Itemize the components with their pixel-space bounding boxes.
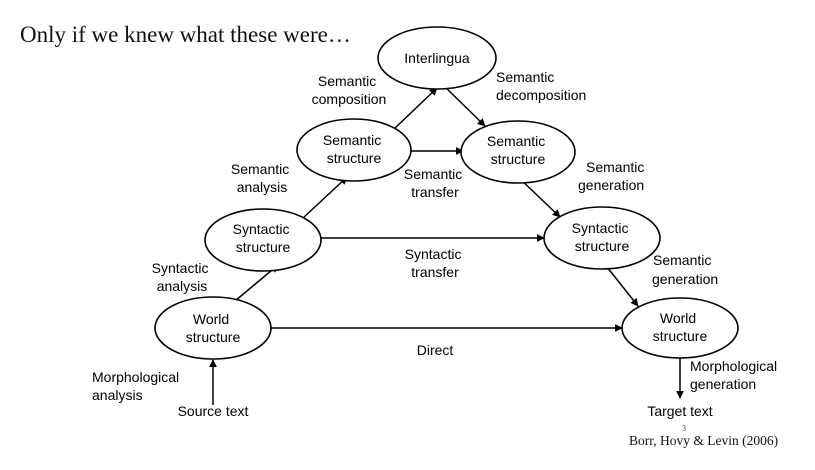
node-label: World structure xyxy=(186,311,241,345)
label-syntactic-analysis: Syntactic analysis xyxy=(152,260,213,294)
label-morphological-analysis: Morphological analysis xyxy=(92,369,183,403)
label-source-text: Source text xyxy=(178,403,249,419)
label-morphological-generation: Morphological generation xyxy=(690,358,781,392)
arrow-semantic-to-syntactic-right xyxy=(517,176,561,218)
slide-heading: Only if we knew what these were… xyxy=(20,22,351,47)
label-semantic-generation-lower: Semantic generation xyxy=(652,252,718,287)
node-label: Semantic structure xyxy=(323,132,385,166)
node-label: Interlingua xyxy=(404,50,470,66)
node-semantic-structure-left: Semantic structure xyxy=(296,118,412,182)
node-label: World structure xyxy=(653,310,708,344)
node-world-structure-left: World structure xyxy=(154,296,272,360)
arrow-semantic-to-interlingua xyxy=(394,87,438,129)
node-label: Semantic structure xyxy=(487,133,549,167)
label-direct: Direct xyxy=(417,342,454,358)
node-world-structure-right: World structure xyxy=(621,297,739,359)
label-target-text: Target text xyxy=(647,403,712,419)
node-syntactic-structure-right: Syntactic structure xyxy=(543,206,661,270)
node-semantic-structure-right: Semantic structure xyxy=(460,120,576,184)
node-label: Syntactic structure xyxy=(233,221,294,255)
label-syntactic-transfer: Syntactic transfer xyxy=(405,246,466,280)
node-interlingua: Interlingua xyxy=(377,26,497,90)
label-semantic-analysis: Semantic analysis xyxy=(231,161,293,195)
label-semantic-decomposition: Semantic decomposition xyxy=(496,69,586,103)
label-semantic-generation-upper: Semantic generation xyxy=(578,159,648,193)
label-semantic-transfer: Semantic transfer xyxy=(404,166,466,200)
citation: Borr, Hovy & Levin (2006) xyxy=(629,433,779,448)
node-label: Syntactic structure xyxy=(572,220,633,254)
arrow-syntactic-to-semantic xyxy=(302,176,348,219)
page-number: 3 xyxy=(682,424,686,433)
node-syntactic-structure-left: Syntactic structure xyxy=(204,208,322,272)
label-semantic-composition: Semantic composition xyxy=(312,73,387,107)
